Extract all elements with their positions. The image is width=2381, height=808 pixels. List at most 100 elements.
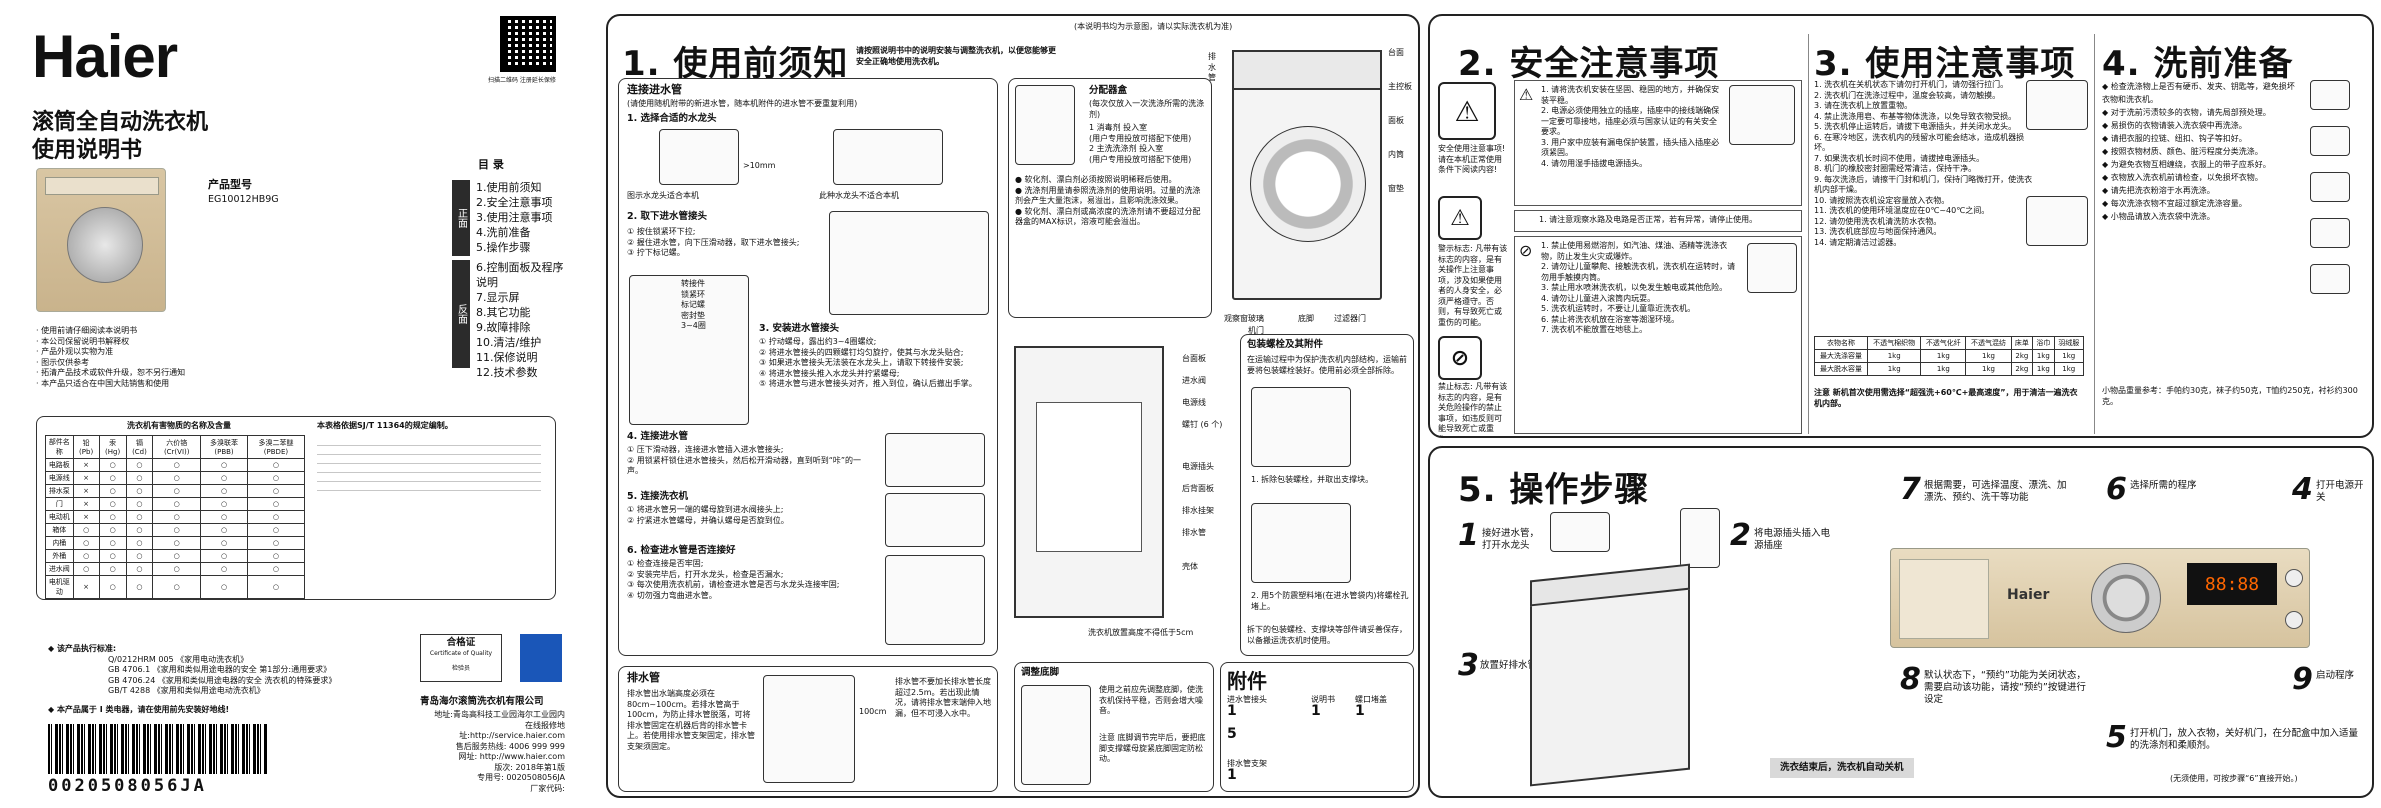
toc-item[interactable]: 12.技术参数: [476, 366, 538, 379]
start-button[interactable]: [2285, 611, 2303, 629]
hazard-table-row: 内桶○○○○○○: [45, 536, 306, 550]
label-filter-door: 过滤器门: [1334, 314, 1366, 323]
accessory-title: 附件: [1227, 669, 1267, 693]
step-4-title: 4. 连接进水管: [627, 431, 689, 442]
toc-item[interactable]: 1.使用前须知: [476, 181, 542, 194]
cover-subtitle: 使用说明书: [32, 138, 143, 163]
warning-small-icon: ⚠: [1519, 85, 1534, 104]
toc-item[interactable]: 8.其它功能: [476, 306, 531, 319]
step-1-title: 1. 选择合适的水龙头: [627, 113, 717, 124]
toc-title: 目 录: [478, 158, 504, 171]
dispenser-notes: ● 软化剂、漂白剂必须按照说明稀释后使用。● 洗涤剂用量请参照洗涤剂的使用说明。…: [1015, 175, 1201, 226]
transport-note: 拆下的包装螺栓、支撑块等部件请妥善保存，以备搬运洗衣机时使用。: [1247, 625, 1407, 645]
step-number: 9: [2292, 662, 2313, 697]
s4-icons: [2310, 80, 2366, 294]
toc-item[interactable]: 9.故障排除: [476, 321, 531, 334]
plug-illustration: [1729, 85, 1795, 145]
washer-side-illustration: [1530, 563, 1720, 787]
drain-text-2: 排水管不要加长排水管长度超过2.5m。若出现此情况，请将排水管末端伸入地漏，但不…: [895, 677, 991, 718]
toc-item[interactable]: 10.清洁/维护: [476, 336, 542, 349]
toc-item[interactable]: 7.显示屏: [476, 291, 520, 304]
forbid-items: 1. 禁止使用易燃溶剂，如汽油、煤油、酒精等洗涤衣物，防止发生火灾或爆炸。2. …: [1541, 241, 1736, 334]
label-main-board: 主控板: [1388, 82, 1412, 91]
section-5-panel: 5. 操作步骤 1 接好进水管，打开水龙头 2 将电源插头插入电源插座 3 放置…: [1428, 446, 2374, 798]
toc-front-list: 1.使用前须知 2.安全注意事项 3.使用注意事项 4.洗前准备 5.操作步骤: [476, 180, 553, 255]
finish-banner: 洗衣结束后，洗衣机自动关机: [1770, 758, 1914, 778]
hazard-table-row: 电机驱动×○○○○○: [45, 575, 306, 599]
label-drain-hose: 排水管: [1208, 52, 1216, 82]
step-5-illustration: [885, 493, 985, 547]
standards-block: ◆ 该产品执行标准: Q/0212HRM 005 《家用电动洗衣机》GB 470…: [48, 644, 337, 714]
step-6-title: 6. 检查进水管是否连接好: [627, 545, 736, 556]
step-number: 5: [2106, 720, 2127, 755]
control-panel: Haier 88:88: [1890, 548, 2310, 648]
section-4-title: 4. 洗前准备: [2102, 44, 2294, 84]
hazard-table-box: 洗衣机有害物质的名称及含量 部件名称铅 (Pb)汞 (Hg) 镉 (Cd)六价铬…: [36, 416, 556, 600]
blue-badge: [520, 634, 562, 682]
step-4-illustration: [885, 433, 985, 487]
transport-step-2: 2. 用5个防震塑料堵(在进水管袋内)将螺栓孔堵上。: [1251, 591, 1409, 611]
company-info: 地址:青岛高科技工业园海尔工业园内在线报修地址:http://service.h…: [434, 710, 565, 793]
faucet-size: >10mm: [743, 161, 776, 170]
step-text: 放置好排水管: [1480, 660, 1538, 671]
toc-item[interactable]: 4.洗前准备: [476, 226, 531, 239]
toc-item[interactable]: 6.控制面板及程序说明: [476, 261, 564, 289]
cover-panel: Haier 滚筒全自动洗衣机 使用说明书 扫描二维码 注册延长保修 产品型号 E…: [8, 8, 568, 800]
washer-front-illustration: [1222, 40, 1382, 310]
main-safety-box: ⚠ 1. 请将洗衣机安装在坚固、稳固的地方，并确保安装平稳。2. 电源必须使用独…: [1514, 80, 1802, 206]
toc-item[interactable]: 11.保修说明: [476, 351, 538, 364]
dispenser-box: 分配器盒 (每次仅放入一次洗涤所需的洗涤剂) 1 消毒剂 投入室 (用户专用投放…: [1008, 78, 1212, 318]
plug-socket-illustration: [1680, 508, 1720, 568]
step-6-text: ① 检查连接是否牢固;② 安装完毕后，打开水龙头，检查是否漏水;③ 每次使用洗衣…: [627, 559, 840, 600]
transport-step-1: 1. 拆除包装螺栓，并取出支撑块。: [1251, 475, 1374, 484]
power-button[interactable]: [2285, 569, 2303, 587]
dispenser-drawer[interactable]: [1899, 559, 1989, 639]
qc-certificate: 合格证 Certificate of Quality 检验员: [420, 634, 502, 682]
washer-front-labels: 台面 主控板 面板 内筒 窗垫: [1388, 36, 1412, 206]
hazard-table: 部件名称铅 (Pb)汞 (Hg) 镉 (Cd)六价铬 (Cr(VI))多溴联苯 …: [45, 435, 306, 599]
caution-icon: ⚠: [1438, 196, 1482, 240]
transport-box: 包装螺栓及其附件 在运输过程中为保护洗衣机内部结构，运输前要将包装螺栓装好。使用…: [1240, 334, 1414, 656]
drain-box: 排水管 排水管出水端高度必须在80cm~100cm。若排水管高于100cm，为防…: [618, 666, 998, 792]
s4-items: ◆ 检查洗涤物上是否有硬币、发夹、钥匙等，避免损坏衣物和洗衣机。◆ 对于洗前污渍…: [2102, 82, 2295, 221]
install-title: 连接进水管: [627, 83, 682, 96]
panel-display: 88:88: [2187, 563, 2277, 605]
connector-parts-illustration: [629, 275, 749, 425]
step-text: 打开电源开关: [2316, 480, 2364, 503]
cover-notes: · 使用前请仔细阅读本说明书· 本公司保留说明书解释权· 产品外观以实物为准 ·…: [36, 326, 186, 388]
section-1-subtitle: 请按照说明书中的说明安装与调整洗衣机，以便您能够更安全正确地使用洗衣机。: [856, 46, 1056, 66]
washer-back-illustration: [1008, 326, 1176, 626]
adjust-text: 使用之前应先调整底脚，使洗衣机保持平稳，否则会增大噪音。: [1099, 685, 1203, 715]
step-number: 8: [1900, 662, 1921, 697]
forbid-illustration: [1747, 243, 1797, 293]
s3-note: 注意 新机首次使用需选择“超强洗+60℃+最高速度”，用于清洁一遍洗衣机内部。: [1814, 388, 2078, 408]
step-number: 2: [1730, 518, 1751, 553]
hazard-table-row: 电路板×○○○○○: [45, 458, 306, 472]
prohibit-icon: ⊘: [1438, 336, 1482, 380]
step-1-ok: 图示水龙头适合本机: [627, 191, 699, 200]
faucet-bad-illustration: [833, 129, 943, 185]
drain-illustration: [763, 675, 855, 783]
barcode: [48, 724, 268, 774]
install-box: 连接进水管 (请使用随机附带的新进水管，随本机附件的进水管不要重复利用) 1. …: [618, 78, 998, 656]
step-number: 6: [2106, 472, 2127, 507]
toc-item[interactable]: 5.操作步骤: [476, 241, 531, 254]
transport-step-2-illustration: [1251, 503, 1351, 583]
toc-item[interactable]: 2.安全注意事项: [476, 196, 553, 209]
label-drum: 内筒: [1388, 150, 1404, 159]
toc-item[interactable]: 3.使用注意事项: [476, 211, 553, 224]
panel-logo: Haier: [2007, 587, 2050, 603]
step-3-text: ① 拧动螺母，露出约3~4圈螺纹;② 将进水管接头的四颗螺钉均匀旋拧，使其与水龙…: [759, 337, 977, 388]
hazard-table-title: 洗衣机有害物质的名称及含量: [127, 421, 231, 430]
safety-items: 1. 请将洗衣机安装在坚固、稳固的地方，并确保安装平稳。2. 电源必须使用独立的…: [1541, 85, 1720, 168]
hazard-table-row: 进水阀○○○○○○: [45, 562, 306, 576]
toc-back-list: 6.控制面板及程序说明 7.显示屏 8.其它功能 9.故障排除 10.清洁/维护…: [476, 260, 568, 380]
label-panel: 面板: [1388, 116, 1404, 125]
adjust-title: 调整底脚: [1021, 667, 1060, 678]
hazard-table-row: 电动机×○○○○○: [45, 510, 306, 524]
program-knob[interactable]: [2091, 563, 2161, 633]
